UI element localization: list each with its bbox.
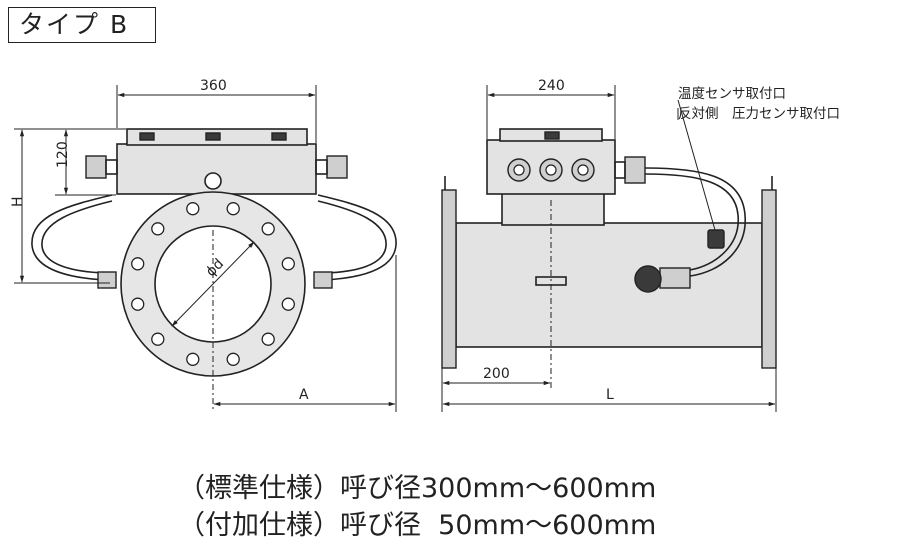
side-cable: [644, 167, 746, 277]
caption-optional-spec: （付加仕様）呼び径 50mm～600mm: [178, 510, 657, 541]
flange-bolt-hole: [151, 222, 165, 236]
front-connector-right: [313, 271, 333, 289]
front-gland-right: [326, 155, 348, 179]
flange-bolt-hole: [226, 202, 240, 216]
side-gland-2-core: [545, 164, 557, 176]
front-lid-clip-3: [271, 132, 287, 141]
flange-bolt-hole: [131, 297, 145, 311]
side-flange-left: [441, 189, 457, 369]
dim-240-label: 240: [538, 78, 565, 94]
dim-L-label: L: [606, 387, 614, 403]
flange-bolt-hole: [226, 352, 240, 366]
dim-A-label: A: [299, 387, 309, 403]
flange-bolt-hole: [151, 332, 165, 346]
side-lid-clip: [544, 131, 560, 140]
side-neck: [501, 192, 605, 226]
flange-bolt-hole: [281, 297, 295, 311]
diameter-dim-line: [171, 241, 255, 327]
side-connector-head: [634, 265, 662, 293]
front-gland-right-neck: [315, 159, 328, 175]
front-lid-clip-2: [205, 132, 221, 141]
flange-bolt-hole: [261, 222, 275, 236]
side-gland-1-core: [513, 164, 525, 176]
flange-bolt-hole: [131, 257, 145, 271]
type-label: タイプ B: [19, 10, 130, 39]
annotation-leader: [677, 99, 716, 231]
front-connector-left: [97, 271, 117, 289]
flange-bolt-hole: [261, 332, 275, 346]
side-connector-body: [659, 267, 691, 289]
side-gland-right: [624, 156, 646, 184]
front-lid-clip-1: [139, 132, 155, 141]
front-handle-right-inner: [317, 200, 387, 274]
side-cable-inner: [644, 173, 739, 271]
annotation-temp-sensor: 温度センサ取付口: [678, 86, 786, 102]
front-gland-left: [85, 155, 107, 179]
side-gland-right-neck: [614, 161, 626, 179]
front-handle-left: [31, 194, 113, 281]
front-bolt-holes: [131, 202, 295, 366]
side-flange-right: [761, 189, 777, 369]
front-gland-left-neck: [105, 159, 118, 175]
annotation-pressure-sensor: 反対側 圧力センサ取付口: [678, 106, 840, 122]
side-gland-3-core: [577, 164, 589, 176]
dim-200-label: 200: [483, 366, 510, 382]
front-handle-left-inner: [41, 200, 113, 274]
flange-bolt-hole: [186, 352, 200, 366]
front-view: ϕd 360 120 H A: [10, 78, 397, 412]
temp-sensor-cap: [707, 229, 725, 249]
front-lifting-eye: [204, 172, 222, 190]
caption-standard-spec: （標準仕様）呼び径300mm～600mm: [178, 473, 657, 504]
dim-H-label: H: [10, 196, 26, 207]
flange-bolt-hole: [281, 257, 295, 271]
side-view: 温度センサ取付口 反対側 圧力センサ取付口 240 200 L: [441, 78, 840, 412]
dim-120-label: 120: [55, 141, 71, 168]
flange-bolt-hole: [186, 202, 200, 216]
dim-360-label: 360: [200, 78, 227, 94]
type-label-box: タイプ B: [8, 7, 156, 43]
front-handle-right: [317, 194, 397, 281]
